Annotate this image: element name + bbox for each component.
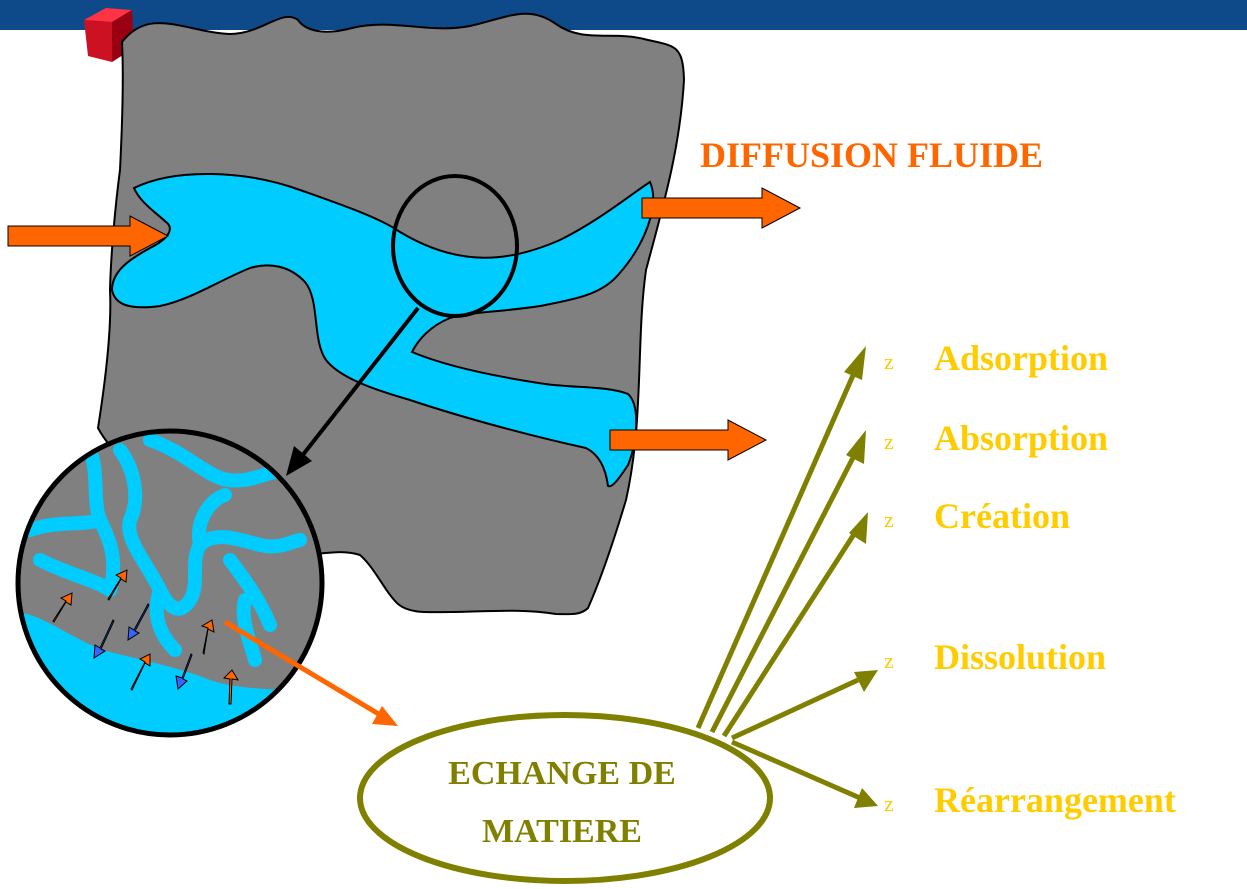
header-bar <box>0 0 1247 30</box>
exchange-label-line1: ECHANGE DE <box>412 757 712 791</box>
process-label-adsorption: Adsorption <box>934 340 1108 376</box>
process-label-creation: Création <box>934 498 1070 534</box>
exchange-label-line2: MATIERE <box>412 815 712 849</box>
process-label-absorption: Absorption <box>934 420 1108 456</box>
magnified-view <box>10 431 330 740</box>
process-arrows <box>698 346 878 808</box>
process-bullet-adsorption: z <box>884 351 894 373</box>
exchange-connector-head <box>372 706 398 726</box>
process-bullet-creation: z <box>884 509 894 531</box>
diffusion-fluide-label: DIFFUSION FLUIDE <box>700 137 1043 173</box>
process-label-dissolution: Dissolution <box>934 639 1106 675</box>
process-bullet-rearrangement: z <box>884 793 894 815</box>
exchange-ellipse <box>360 715 770 881</box>
process-label-rearrangement: Réarrangement <box>934 782 1176 818</box>
process-bullet-absorption: z <box>884 431 894 453</box>
process-bullet-dissolution: z <box>884 650 894 672</box>
